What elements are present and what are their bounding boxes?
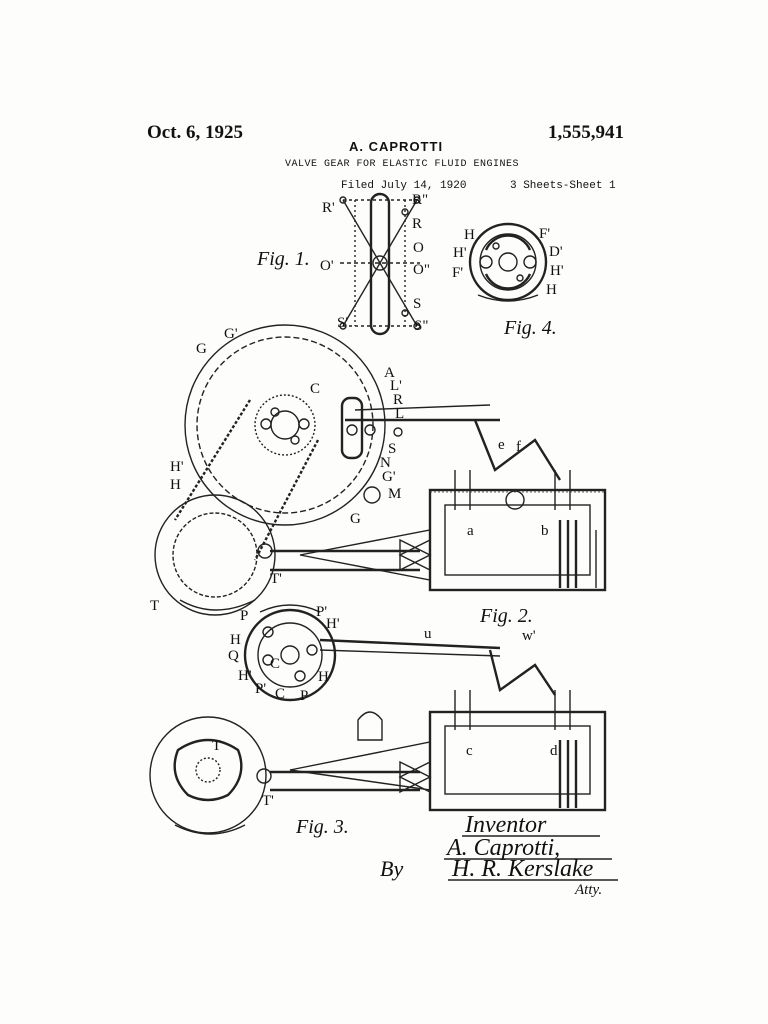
fig3-label: H	[230, 632, 241, 648]
patent-date: Oct. 6, 1925	[147, 122, 244, 143]
fig3-label: H'	[326, 616, 340, 632]
signature-inventor-name: A. Caprotti,	[445, 835, 560, 861]
fig4-label: H	[546, 282, 557, 298]
fig2-label: H	[170, 477, 181, 493]
fig1-label: O"	[413, 262, 430, 278]
fig3-label: c	[466, 743, 473, 759]
fig3-label: P'	[255, 681, 266, 697]
fig1-label: S"	[414, 318, 428, 334]
signature-attorney-title: Atty.	[574, 882, 602, 898]
signature-by: By	[380, 856, 403, 881]
fig2-label: b	[541, 523, 549, 539]
fig2-label: M	[388, 486, 401, 502]
fig2-label: H'	[170, 459, 184, 475]
fig3-label: d	[550, 743, 558, 759]
fig4-label: F'	[539, 226, 550, 242]
fig1-caption: Fig. 1.	[256, 248, 310, 270]
fig2-label: L	[395, 406, 404, 422]
fig2-label: G	[350, 511, 361, 527]
figure-1-diagram: R' R" R O O' O" S S' S" Fig. 1.	[256, 192, 430, 336]
signature-block: Inventor A. Caprotti, By H. R. Kerslake …	[380, 812, 618, 898]
fig1-label: R"	[412, 192, 428, 208]
fig2-label: T'	[270, 571, 282, 587]
fig2-label: f	[516, 439, 521, 455]
fig3-label: H	[318, 669, 329, 685]
fig4-label: F'	[452, 265, 463, 281]
fig4-label: D'	[549, 244, 563, 260]
fig1-label: R	[412, 216, 422, 232]
figure-4-diagram: H F' H' D' F' H' H Fig. 4.	[452, 222, 564, 339]
sheet-count: 3 Sheets-Sheet 1	[510, 180, 616, 192]
inventor-name: A. CAPROTTI	[349, 139, 444, 154]
fig2-label: N	[380, 455, 391, 471]
fig1-label: S'	[337, 315, 348, 331]
fig2-caption: Fig. 2.	[479, 605, 533, 627]
fig2-label: T	[150, 598, 159, 614]
fig1-label: S	[413, 296, 421, 312]
fig4-label: H'	[550, 263, 564, 279]
fig3-label: P'	[316, 604, 327, 620]
fig2-label: G'	[224, 326, 238, 342]
signature-inventor-heading: Inventor	[464, 812, 547, 838]
fig3-label: H'	[238, 668, 252, 684]
fig4-label: H'	[453, 245, 467, 261]
fig2-label: C	[310, 381, 320, 397]
fig1-label: R'	[322, 200, 335, 216]
fig3-label: P	[240, 608, 248, 624]
fig4-caption: Fig. 4.	[503, 317, 557, 339]
fig4-label: H	[464, 227, 475, 243]
fig3-label: T'	[262, 793, 274, 809]
filed-date: Filed July 14, 1920	[341, 180, 467, 192]
fig3-label: T	[212, 738, 221, 754]
fig2-label: G'	[382, 469, 396, 485]
fig3-caption: Fig. 3.	[295, 816, 349, 838]
fig2-label: R	[393, 392, 403, 408]
fig1-label: O'	[320, 258, 334, 274]
figure-2-diagram: G G' C A L' R L e f S N G' M H' H G a b …	[150, 324, 607, 627]
fig3-label: w'	[522, 628, 536, 644]
fig3-label: P	[300, 688, 308, 704]
fig2-label: S	[388, 441, 396, 457]
fig3-label: Q	[228, 648, 239, 664]
fig1-label: O	[413, 240, 424, 256]
fig2-label: G	[196, 341, 207, 357]
fig2-label: e	[498, 437, 505, 453]
patent-number: 1,555,941	[548, 122, 624, 143]
fig2-label: A	[384, 365, 395, 381]
signature-attorney-name: H. R. Kerslake	[451, 856, 594, 882]
fig2-label: a	[467, 523, 474, 539]
fig3-label: C	[270, 656, 280, 672]
fig2-label: L'	[390, 378, 402, 394]
patent-title: VALVE GEAR FOR ELASTIC FLUID ENGINES	[285, 159, 520, 170]
fig3-label: u	[424, 626, 432, 642]
fig3-label: C	[275, 686, 285, 702]
figure-3-diagram: P P' H' H Q C H' P' C P H u w' c d T T' …	[149, 604, 607, 838]
